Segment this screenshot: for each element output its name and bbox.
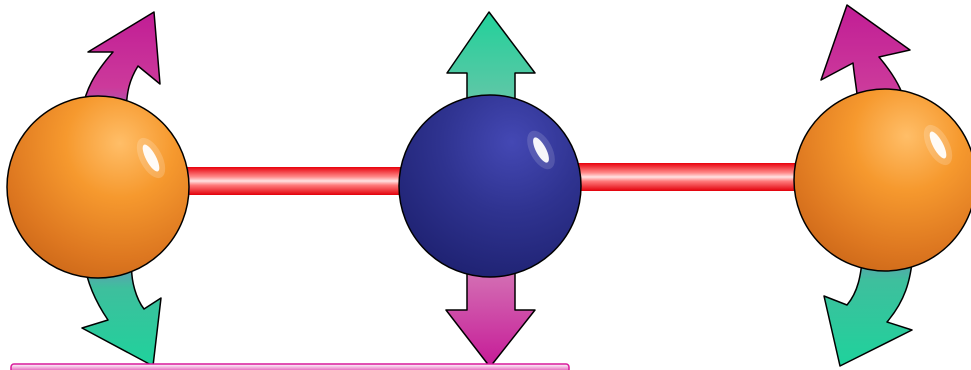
left-atom [7, 96, 189, 278]
right-atom [794, 89, 971, 271]
left-bond [182, 167, 406, 195]
baseline [11, 364, 569, 370]
arrow-down-icon [446, 262, 535, 367]
center-atom [399, 95, 581, 277]
right-bond [577, 163, 802, 191]
arrow-up-icon [447, 12, 535, 108]
